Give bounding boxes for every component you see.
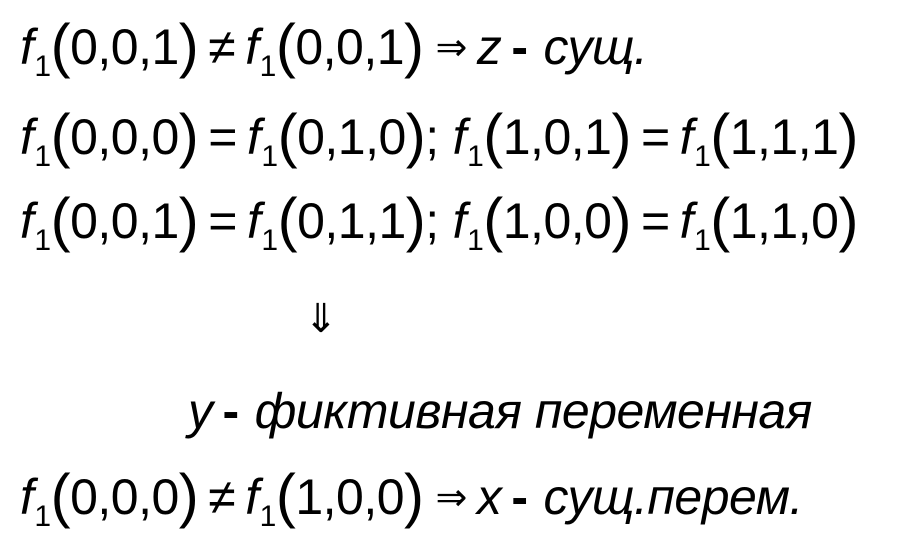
argument-tuple: 1,0,0 — [502, 193, 612, 249]
variable-name: x — [476, 469, 502, 525]
argument-tuple: 0,1,1 — [297, 193, 406, 249]
argument-tuple: 0,0,0 — [70, 109, 179, 165]
left-paren: ( — [483, 102, 503, 169]
formula-line-1: f1(0,0,1)≠f1(0,0,1)⇒z-сущ. — [20, 16, 648, 83]
function-symbol: f — [20, 109, 34, 165]
function-subscript: 1 — [467, 224, 484, 257]
right-paren: ) — [405, 186, 426, 253]
argument-tuple: 1,1,1 — [729, 109, 839, 165]
not-equal-sign: ≠ — [208, 469, 236, 525]
variable-name: z — [476, 19, 502, 75]
right-paren: ) — [838, 102, 858, 169]
dash: - — [222, 383, 240, 439]
argument-tuple: 0,0,1 — [70, 19, 179, 75]
function-subscript: 1 — [694, 140, 711, 173]
right-paren: ) — [178, 102, 199, 169]
conclusion-text: фиктивная переменная — [254, 383, 813, 439]
right-paren: ) — [611, 102, 631, 169]
function-subscript: 1 — [34, 50, 51, 83]
formula-line-6: f1(0,0,0)≠f1(1,0,0)⇒x-сущ.перем. — [20, 466, 803, 532]
argument-tuple: 1,0,1 — [502, 109, 612, 165]
left-paren: ( — [275, 12, 296, 79]
conclusion-text: сущ.перем. — [543, 469, 804, 525]
implies-arrow: ⇒ — [435, 25, 468, 69]
function-symbol: f — [245, 19, 259, 75]
argument-tuple: 0,1,0 — [297, 109, 406, 165]
function-subscript: 1 — [34, 224, 51, 257]
formula-line-3: f1(0,0,1)=f1(0,1,1);f1(1,0,0)=f1(1,1,0) — [20, 190, 858, 256]
right-paren: ) — [404, 462, 424, 529]
function-symbol: f — [679, 109, 694, 165]
semicolon: ; — [425, 193, 439, 249]
function-subscript: 1 — [259, 50, 277, 83]
formula-line-5: y-фиктивная переменная — [188, 386, 812, 436]
right-paren: ) — [405, 102, 426, 169]
left-paren: ( — [50, 462, 71, 529]
equal-sign: = — [640, 109, 670, 165]
equal-sign: = — [640, 193, 670, 249]
left-paren: ( — [50, 12, 71, 79]
right-paren: ) — [178, 462, 199, 529]
implies-arrow: ⇒ — [435, 475, 468, 519]
left-paren: ( — [710, 102, 730, 169]
function-subscript: 1 — [261, 140, 278, 173]
argument-tuple: 0,0,0 — [70, 469, 179, 525]
dash: - — [511, 469, 528, 525]
argument-tuple: 0,0,1 — [295, 19, 405, 75]
function-symbol: f — [452, 193, 467, 249]
right-paren: ) — [404, 12, 424, 79]
left-paren: ( — [483, 186, 503, 253]
left-paren: ( — [277, 186, 298, 253]
function-symbol: f — [679, 193, 694, 249]
function-symbol: f — [245, 469, 259, 525]
argument-tuple: 1,1,0 — [729, 193, 839, 249]
left-paren: ( — [50, 102, 71, 169]
function-symbol: f — [20, 469, 34, 525]
left-paren: ( — [275, 462, 296, 529]
equal-sign: = — [208, 193, 237, 249]
variable-name: y — [188, 383, 213, 439]
function-subscript: 1 — [259, 500, 277, 533]
argument-tuple: 0,0,1 — [70, 193, 179, 249]
down-implies-arrow: ⇓ — [304, 296, 338, 342]
conclusion-text: сущ. — [543, 19, 648, 75]
function-symbol: f — [20, 19, 34, 75]
function-symbol: f — [20, 193, 34, 249]
formula-line-4: ⇓ — [304, 290, 338, 342]
right-paren: ) — [178, 186, 199, 253]
dash: - — [511, 19, 528, 75]
function-subscript: 1 — [261, 224, 278, 257]
left-paren: ( — [710, 186, 730, 253]
not-equal-sign: ≠ — [208, 19, 236, 75]
function-symbol: f — [452, 109, 467, 165]
right-paren: ) — [611, 186, 631, 253]
right-paren: ) — [178, 12, 199, 79]
formula-line-2: f1(0,0,0)=f1(0,1,0);f1(1,0,1)=f1(1,1,1) — [20, 106, 858, 172]
argument-tuple: 1,0,0 — [295, 469, 405, 525]
function-symbol: f — [246, 109, 261, 165]
left-paren: ( — [50, 186, 71, 253]
semicolon: ; — [425, 109, 439, 165]
right-paren: ) — [838, 186, 858, 253]
function-subscript: 1 — [34, 500, 51, 533]
function-symbol: f — [246, 193, 261, 249]
function-subscript: 1 — [34, 140, 51, 173]
left-paren: ( — [277, 102, 298, 169]
equal-sign: = — [208, 109, 237, 165]
function-subscript: 1 — [467, 140, 484, 173]
function-subscript: 1 — [694, 224, 711, 257]
